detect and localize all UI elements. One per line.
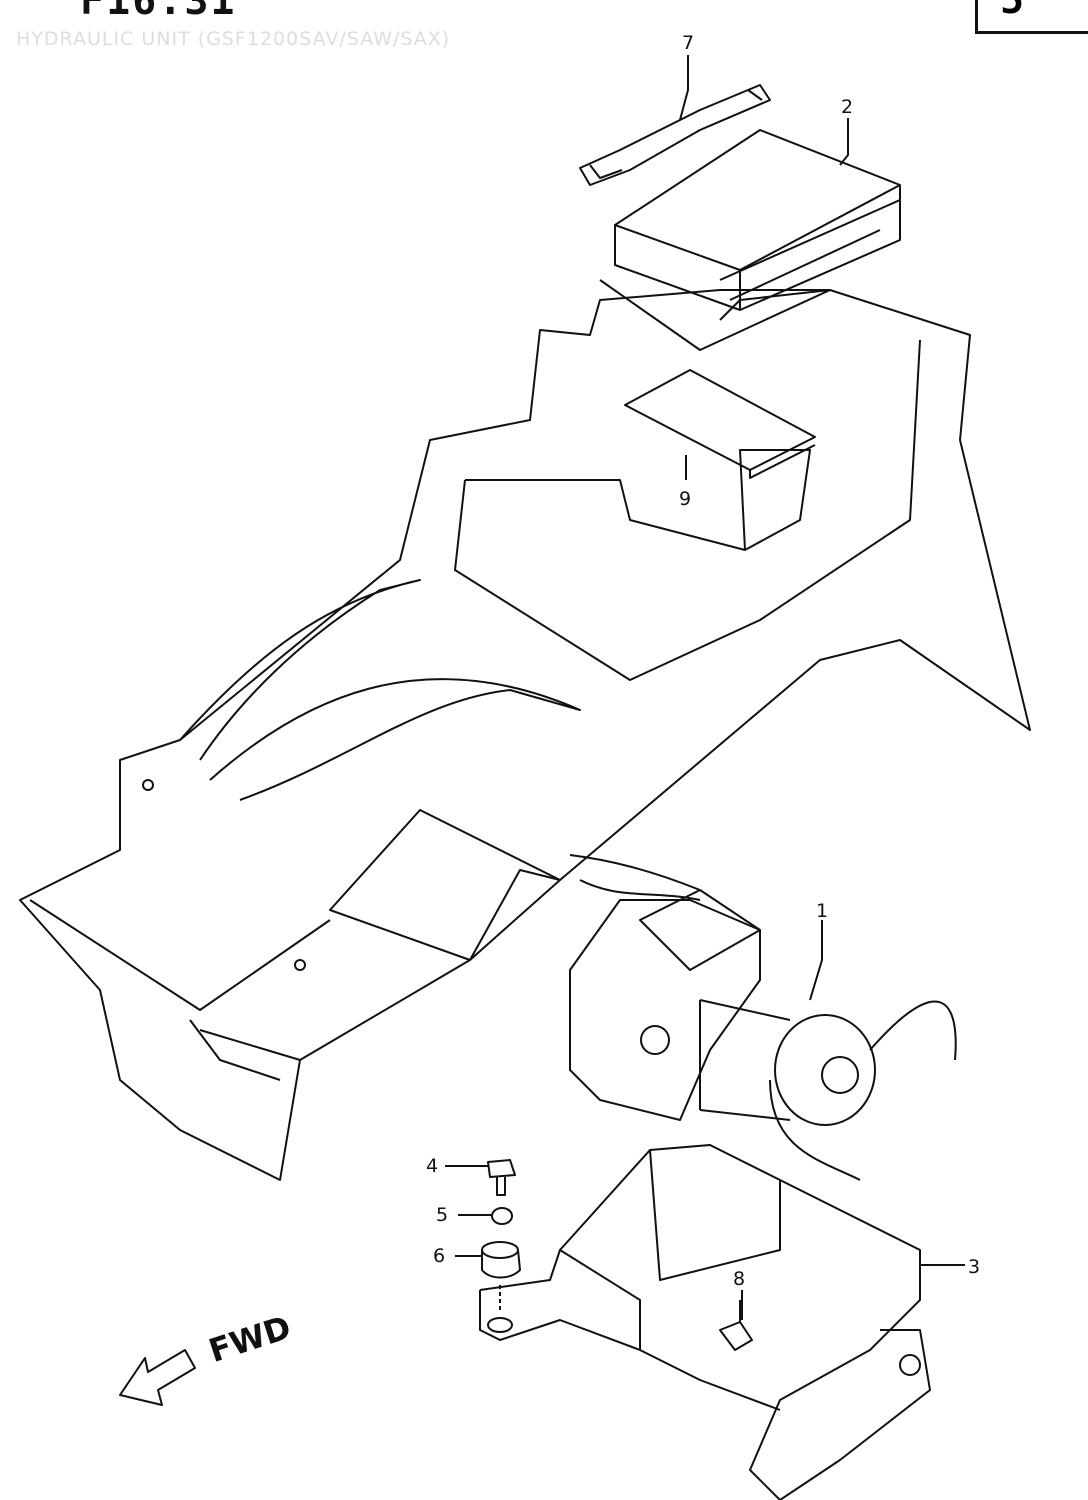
callout-3: 3: [968, 1256, 981, 1278]
figure-number: F16.31: [80, 0, 237, 24]
grommet-part-6: [481, 1241, 521, 1310]
strap-part-7: [579, 84, 771, 186]
callout-6: 6: [433, 1245, 446, 1267]
section-badge-number: 5: [1000, 0, 1025, 23]
callout-9: 9: [679, 488, 692, 510]
forward-arrow-icon: [119, 1349, 196, 1406]
callout-8: 8: [733, 1268, 746, 1290]
diagram-subtitle: HYDRAULIC UNIT (GSF1200SAV/SAW/SAX): [16, 28, 451, 50]
collar-part-5: [491, 1207, 513, 1225]
leader-lines: [445, 55, 965, 1320]
callout-2: 2: [841, 96, 854, 118]
callout-7: 7: [682, 32, 695, 54]
pad-part-9: [624, 369, 816, 479]
section-badge: 5: [975, 0, 1088, 34]
callout-1: 1: [816, 900, 829, 922]
callout-4: 4: [426, 1155, 439, 1177]
control-unit-part-2: [599, 129, 901, 351]
callout-5: 5: [436, 1204, 449, 1226]
bolt-part-8: [719, 1300, 753, 1351]
rear-fender-outline: [19, 289, 1031, 1181]
bolt-part-4: [487, 1159, 516, 1196]
bracket-part-3: [479, 1144, 931, 1500]
hydraulic-unit-part-1: [569, 854, 957, 1181]
